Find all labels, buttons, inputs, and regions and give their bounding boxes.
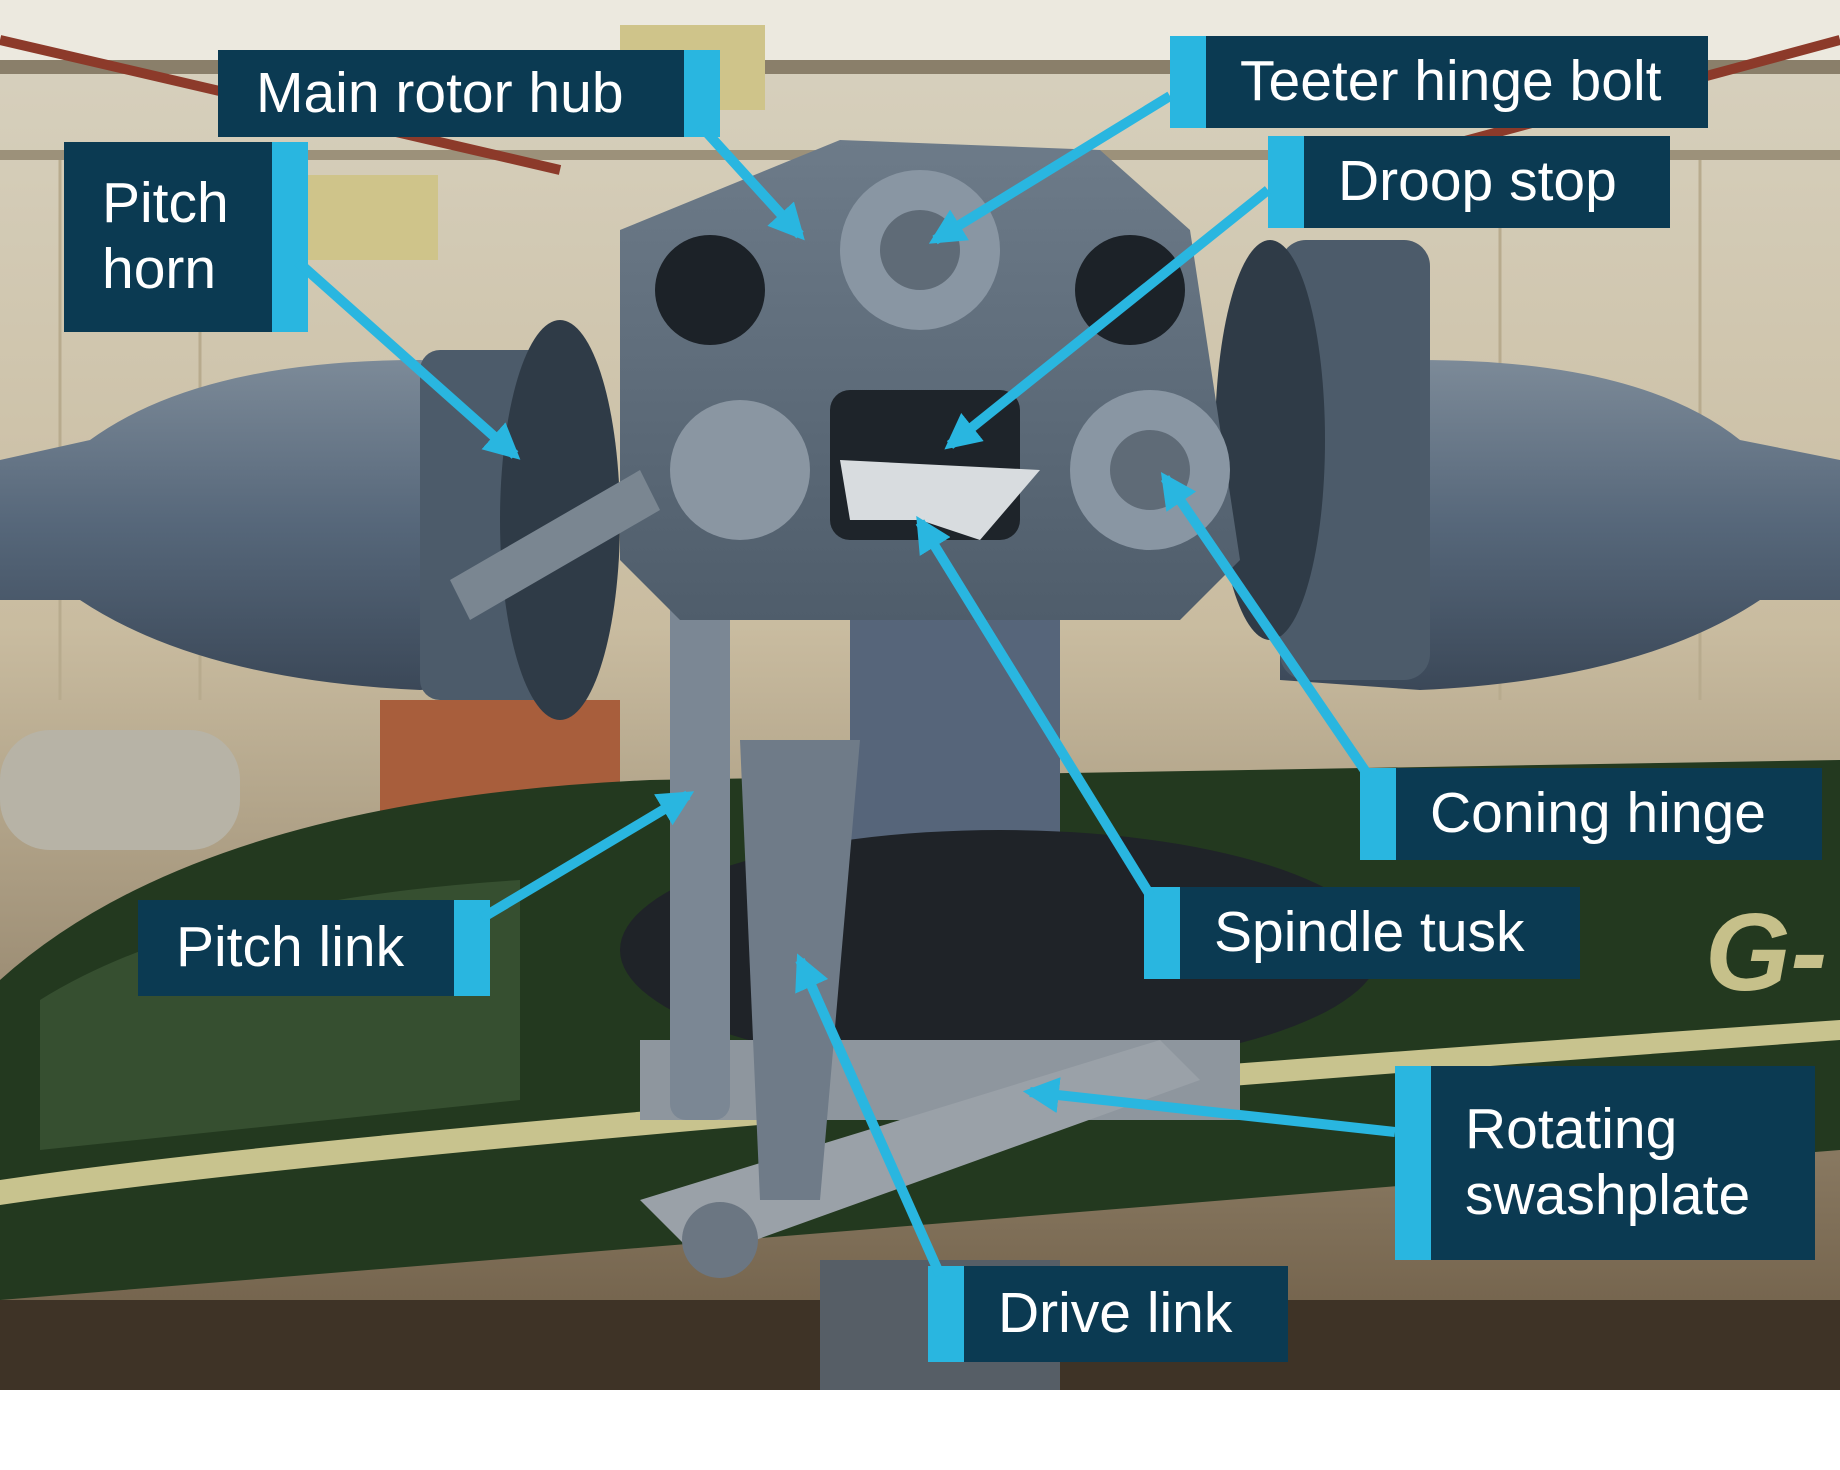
callout-rotating-swashplate: Rotating swashplate (1395, 1066, 1815, 1260)
callout-text: Droop stop (1338, 149, 1617, 214)
callout-accent-bar (1170, 36, 1206, 128)
callout-accent-bar (928, 1266, 964, 1362)
callout-droop-stop: Droop stop (1268, 136, 1670, 228)
callout-teeter-hinge-bolt: Teeter hinge bolt (1170, 36, 1708, 128)
callout-text: Teeter hinge bolt (1240, 49, 1662, 114)
callout-coning-hinge: Coning hinge (1360, 768, 1822, 860)
svg-text:G-: G- (1705, 891, 1827, 1014)
callout-main-rotor-hub: Main rotor hub (218, 50, 720, 137)
callout-accent-bar (1268, 136, 1304, 228)
callout-text: Spindle tusk (1214, 900, 1525, 965)
callout-accent-bar (454, 900, 490, 996)
callout-text: Main rotor hub (256, 60, 624, 125)
callout-text: Drive link (998, 1281, 1233, 1346)
callout-accent-bar (1395, 1066, 1431, 1260)
callout-accent-bar (684, 50, 720, 137)
callout-text: Rotating swashplate (1465, 1097, 1751, 1227)
callout-accent-bar (1360, 768, 1396, 860)
callout-accent-bar (272, 142, 308, 332)
callout-drive-link: Drive link (928, 1266, 1288, 1362)
tan-highlight-box (306, 175, 438, 260)
callout-text: Pitch link (176, 915, 405, 980)
callout-accent-bar (1144, 887, 1180, 979)
callout-text: Pitch horn (102, 171, 229, 301)
callout-text: Coning hinge (1430, 781, 1766, 846)
callout-spindle-tusk: Spindle tusk (1144, 887, 1580, 979)
callout-pitch-link: Pitch link (138, 900, 490, 996)
callout-pitch-horn: Pitch horn (64, 142, 308, 332)
